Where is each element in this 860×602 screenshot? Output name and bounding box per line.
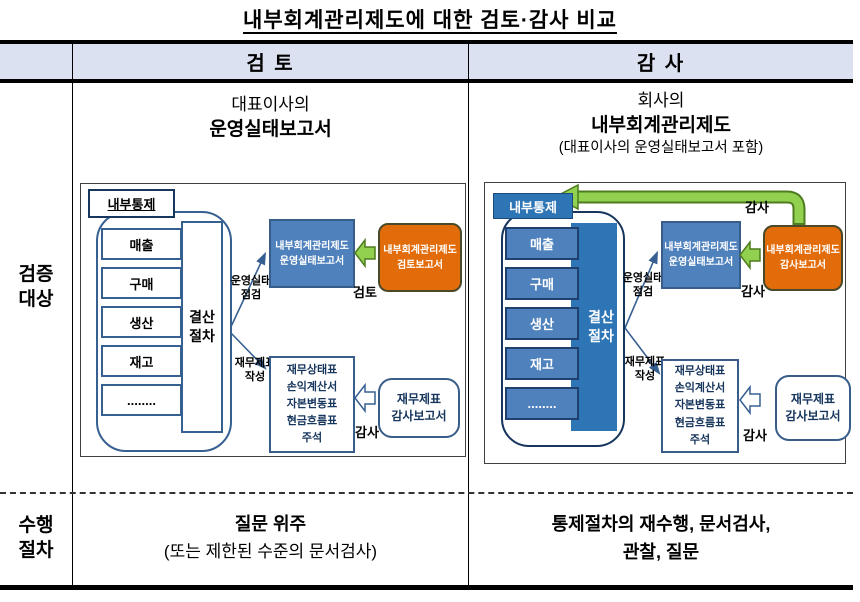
review-ops-check-label: 운영실태 점검 xyxy=(230,275,272,302)
row-divider-dashed xyxy=(0,492,853,494)
audit-process-box-production: 생산 xyxy=(505,307,579,340)
audit-heading-line1: 회사의 xyxy=(637,91,685,110)
audit-procedure-cell: 통제절차의 재수행, 문서검사, 관찰, 질문 xyxy=(469,492,853,585)
audit-audit-arrow-label-mid: 감사 xyxy=(741,284,765,299)
row-header-procedure: 수행 절차 xyxy=(18,514,54,561)
review-fs-prep-label: 재무제표 작성 xyxy=(234,357,276,384)
audit-green-arrow-icon xyxy=(739,239,761,271)
review-process-box-production: 생산 xyxy=(101,306,182,338)
audit-ops-check-arrow xyxy=(624,250,658,329)
audit-internal-control-label: 내부통제 xyxy=(493,193,573,219)
audit-audit-report-box: 내부회계관리제도 감사보고서 xyxy=(763,225,843,291)
audit-process-box-sales: 매출 xyxy=(505,227,579,260)
table-top-border xyxy=(0,40,853,44)
review-ops-report-box: 내부회계관리제도 운영실태보고서 xyxy=(269,219,355,288)
column-header-review: 검 토 xyxy=(73,44,468,79)
audit-ops-check-label: 운영실태 점검 xyxy=(622,272,664,299)
review-process-box-etc: ........ xyxy=(101,384,182,416)
review-fs-prep-arrow xyxy=(228,330,267,370)
audit-fs-prep-arrow xyxy=(624,327,661,375)
review-review-report-box: 내부회계관리제도 검토보고서 xyxy=(378,223,462,292)
column-header-audit: 감 사 xyxy=(469,44,853,79)
review-heading: 대표이사의 운영실태보고서 xyxy=(73,94,468,143)
audit-audit-arrow-label-bottom: 감사 xyxy=(743,428,767,443)
audit-heading-line3: (대표이사의 운영실태보고서 포함) xyxy=(558,139,764,156)
audit-audit-arrow-label-top: 감사 xyxy=(745,200,769,215)
review-fs-audit-report-box: 재무제표 감사보고서 xyxy=(378,378,460,438)
review-process-box-inventory: 재고 xyxy=(101,345,182,377)
row-header-target: 검증 대상 xyxy=(18,264,54,310)
review-procedure-cell: 질문 위주 (또는 제한된 수준의 문서검사) xyxy=(73,492,468,585)
review-green-arrow-icon xyxy=(354,237,376,269)
review-review-arrow-label: 검토 xyxy=(353,285,377,300)
audit-fs-audit-report-box: 재무제표 감사보고서 xyxy=(775,375,851,441)
audit-diagram: 결산 절차 내부통제 매출 구매 생산 재고 ........ 운영실태 점검 … xyxy=(484,182,851,464)
audit-heading: 회사의 내부회계관리제도 (대표이사의 운영실태보고서 포함) xyxy=(469,90,853,158)
review-financial-statements-box: 재무상태표 손익계산서 자본변동표 현금흐름표 주석 xyxy=(269,356,355,453)
table-bottom-border xyxy=(0,585,853,590)
review-flow-connectors xyxy=(228,251,267,370)
audit-fs-prep-label: 재무제표 작성 xyxy=(624,356,666,383)
review-diagram: 내부통제 결산 절차 매출 구매 생산 재고 ........ 운영실태 점검 … xyxy=(80,183,466,457)
column-divider-1 xyxy=(72,44,73,585)
audit-process-box-inventory: 재고 xyxy=(505,347,579,380)
review-process-box-sales: 매출 xyxy=(101,228,182,260)
review-closing-procedure-box: 결산 절차 xyxy=(181,221,223,433)
column-header-empty xyxy=(0,44,72,79)
review-heading-line1: 대표이사의 xyxy=(231,95,310,114)
audit-heading-line2: 내부회계관리제도 xyxy=(591,114,731,136)
audit-financial-statements-box: 재무상태표 손익계산서 자본변동표 현금흐름표 주석 xyxy=(661,359,739,453)
review-ops-check-arrow xyxy=(228,251,267,332)
review-internal-control-label: 내부통제 xyxy=(88,189,175,218)
audit-procedure-line2: 관찰, 질문 xyxy=(622,541,700,562)
audit-procedure-line1: 통제절차의 재수행, 문서검사, xyxy=(551,513,771,534)
column-divider-2 xyxy=(468,44,469,585)
review-procedure-line1: 질문 위주 xyxy=(234,514,307,535)
review-process-box-purchase: 구매 xyxy=(101,267,182,299)
audit-process-box-etc: ........ xyxy=(505,387,579,420)
review-procedure-line2: (또는 제한된 수준의 문서검사) xyxy=(163,542,378,562)
review-white-arrow-icon xyxy=(354,382,376,414)
review-heading-line2: 운영실태보고서 xyxy=(209,118,332,140)
audit-process-box-purchase: 구매 xyxy=(505,267,579,300)
audit-white-arrow-icon xyxy=(739,384,761,416)
review-audit-arrow-label: 감사 xyxy=(355,425,379,440)
audit-ops-report-box: 내부회계관리제도 운영실태보고서 xyxy=(661,221,741,289)
page-title: 내부회계관리제도에 대한 검토·감사 비교 xyxy=(243,9,617,32)
audit-top-green-arrow xyxy=(577,192,804,223)
header-bottom-border xyxy=(0,79,853,83)
